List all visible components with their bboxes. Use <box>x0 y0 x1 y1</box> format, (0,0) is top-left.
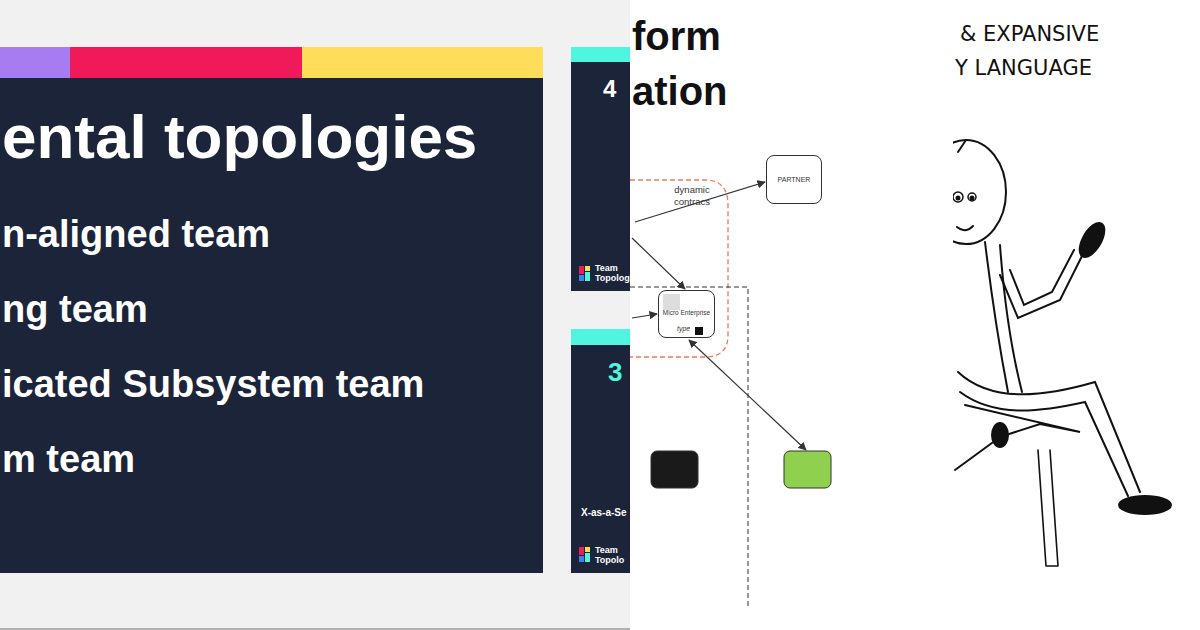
arm <box>1000 256 1082 318</box>
color-bar <box>302 47 543 78</box>
heading-fragment: ation <box>632 71 728 111</box>
stick-figure <box>953 140 1171 566</box>
icon-square <box>663 294 680 310</box>
sketch-heading: & EXPANSIVE <box>960 24 1099 45</box>
arrow-line <box>635 182 765 222</box>
logo-text: Team Topolog <box>595 264 629 284</box>
list-item: ng team <box>2 290 148 328</box>
green-box <box>784 451 831 488</box>
color-bar <box>0 47 70 78</box>
leg <box>955 440 996 470</box>
edge-note: dynamic contracs <box>667 184 717 209</box>
logo-text: Team Topolo <box>595 546 629 566</box>
type-square <box>695 327 703 335</box>
eye <box>953 192 963 202</box>
torso <box>1000 245 1022 392</box>
torso <box>985 242 1008 392</box>
double-arrow <box>689 340 806 450</box>
slide-number: 4 <box>603 77 616 101</box>
dashed-boundary <box>630 287 748 607</box>
heading-fragment: form <box>632 16 721 56</box>
hand <box>1075 219 1110 261</box>
slide-title: ental topologies <box>2 106 477 168</box>
knee <box>992 423 1008 447</box>
white-panel <box>630 0 953 630</box>
panel-edge <box>0 628 630 630</box>
box-label: PARTNER <box>767 176 821 183</box>
color-bar <box>571 329 630 345</box>
sketch-panel <box>953 0 1200 630</box>
slide-panel: 3X-as-a-SeTeam Topolo <box>571 329 630 573</box>
leg <box>958 372 1140 492</box>
arm <box>1010 250 1074 305</box>
sketch-heading: Y LANGUAGE <box>955 58 1092 79</box>
pupil <box>957 197 960 200</box>
shoe <box>1119 496 1171 514</box>
dashed-region <box>630 180 728 357</box>
partner-box: PARTNER <box>766 155 822 204</box>
box-label: Micro Enterprise <box>659 310 714 317</box>
leg <box>960 392 1128 496</box>
arrow-line <box>632 314 657 318</box>
black-box <box>651 451 698 488</box>
pupil <box>971 197 974 200</box>
color-bar <box>571 47 630 62</box>
slide-subtitle: X-as-a-Se <box>581 508 627 518</box>
color-bar <box>70 47 302 78</box>
logo-icon <box>579 266 590 281</box>
enterprise-box: Micro Enterprise type <box>658 290 715 338</box>
slide-panel: 4Team Topolog <box>571 47 630 291</box>
stool-leg <box>1038 450 1058 566</box>
grey-panel <box>0 0 630 630</box>
slide-number: 3 <box>608 359 622 385</box>
list-item: m team <box>2 440 135 478</box>
eye <box>968 193 976 201</box>
list-item: n-aligned team <box>2 215 270 253</box>
head <box>953 140 1006 244</box>
leg <box>965 405 1080 436</box>
logo-icon <box>579 547 590 562</box>
list-item: icated Subsystem team <box>2 365 424 403</box>
slide-panel: ental topologies n-aligned team ng team ica… <box>0 47 543 573</box>
hair-stroke <box>958 140 966 152</box>
type-label: type <box>677 325 690 332</box>
arrow-line <box>632 238 685 289</box>
smile <box>957 226 973 230</box>
